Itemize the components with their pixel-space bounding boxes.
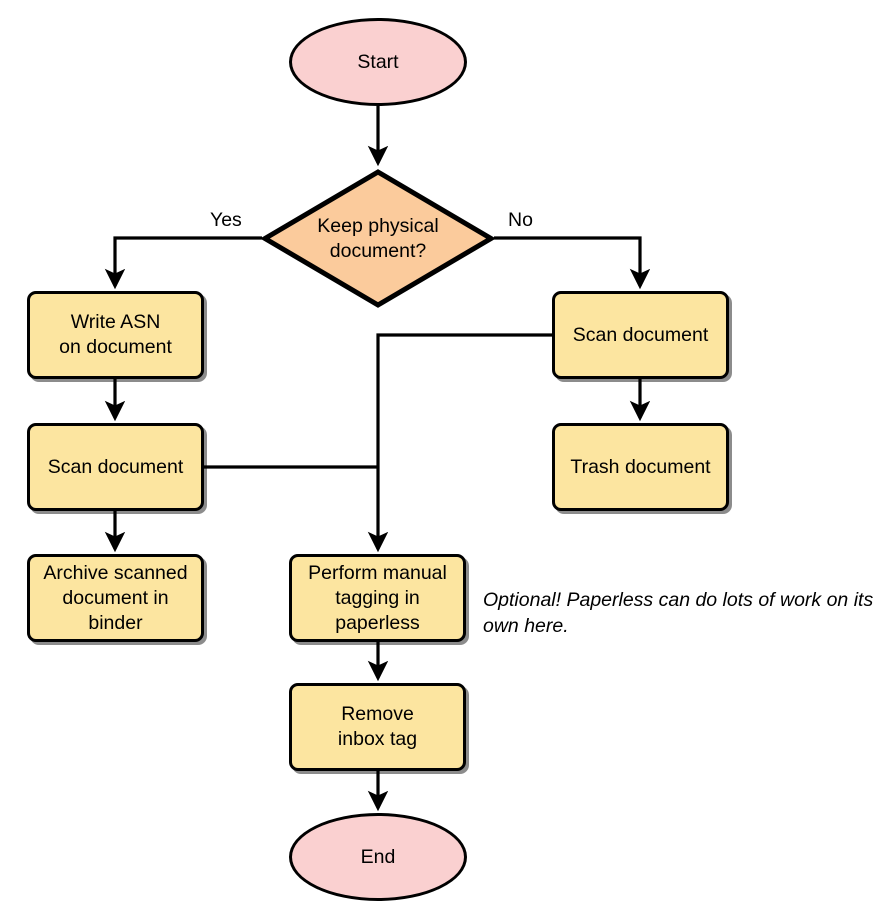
edge-scan-right-to-manual-tagging	[367, 333, 552, 553]
node-start[interactable]: Start	[289, 18, 467, 106]
node-archive-scanned-document[interactable]: Archive scanned document in binder	[27, 554, 204, 642]
edge-label-yes: Yes	[210, 209, 242, 231]
node-write-asn[interactable]: Write ASN on document	[27, 291, 204, 379]
node-scan-document-right[interactable]: Scan document	[552, 291, 729, 379]
node-scan-document-left[interactable]: Scan document	[27, 423, 204, 511]
node-manual-tagging-label-line1: Perform manual	[308, 561, 447, 584]
edge-label-no: No	[508, 209, 533, 231]
node-archive-label-line3: binder	[88, 611, 143, 634]
annotation-optional-note: Optional! Paperless can do lots of work …	[483, 589, 874, 637]
node-remove-inbox-label-line2: inbox tag	[337, 728, 418, 750]
node-remove-inbox-tag[interactable]: Remove inbox tag	[289, 683, 466, 771]
node-write-asn-label-line1: Write ASN	[70, 311, 161, 333]
diamond-shape	[262, 169, 494, 308]
node-scan-document-left-label: Scan document	[47, 455, 184, 478]
node-archive-label-line2: document in	[62, 586, 169, 609]
node-start-label: Start	[357, 50, 399, 73]
edge-decision-to-write-asn	[104, 236, 262, 290]
node-decision-keep-physical-document[interactable]: Keep physical document?	[262, 169, 494, 308]
node-trash-document[interactable]: Trash document	[552, 423, 729, 511]
node-perform-manual-tagging[interactable]: Perform manual tagging in paperless	[289, 554, 466, 642]
node-remove-inbox-label-line1: Remove	[341, 703, 414, 725]
node-trash-document-label: Trash document	[570, 455, 711, 478]
node-end-label: End	[360, 845, 396, 868]
node-decision-label-line2: document?	[329, 239, 427, 262]
node-manual-tagging-label: Perform manual tagging in paperless	[308, 561, 447, 636]
node-write-asn-label-line2: on document	[59, 336, 172, 358]
node-archive-label-line1: Archive scanned	[43, 561, 188, 584]
node-manual-tagging-label-line3: paperless	[335, 611, 420, 634]
node-end[interactable]: End	[289, 813, 467, 901]
node-archive-label: Archive scanned document in binder	[43, 561, 187, 636]
node-decision-label: Keep physical document?	[317, 214, 438, 264]
node-manual-tagging-label-line2: tagging in	[335, 586, 420, 609]
node-scan-document-right-label: Scan document	[572, 323, 709, 346]
node-decision-label-line1: Keep physical	[317, 214, 439, 237]
node-write-asn-label: Write ASN on document	[59, 310, 172, 360]
node-remove-inbox-label: Remove inbox tag	[338, 702, 417, 752]
edge-decision-to-scan-right	[494, 236, 651, 290]
